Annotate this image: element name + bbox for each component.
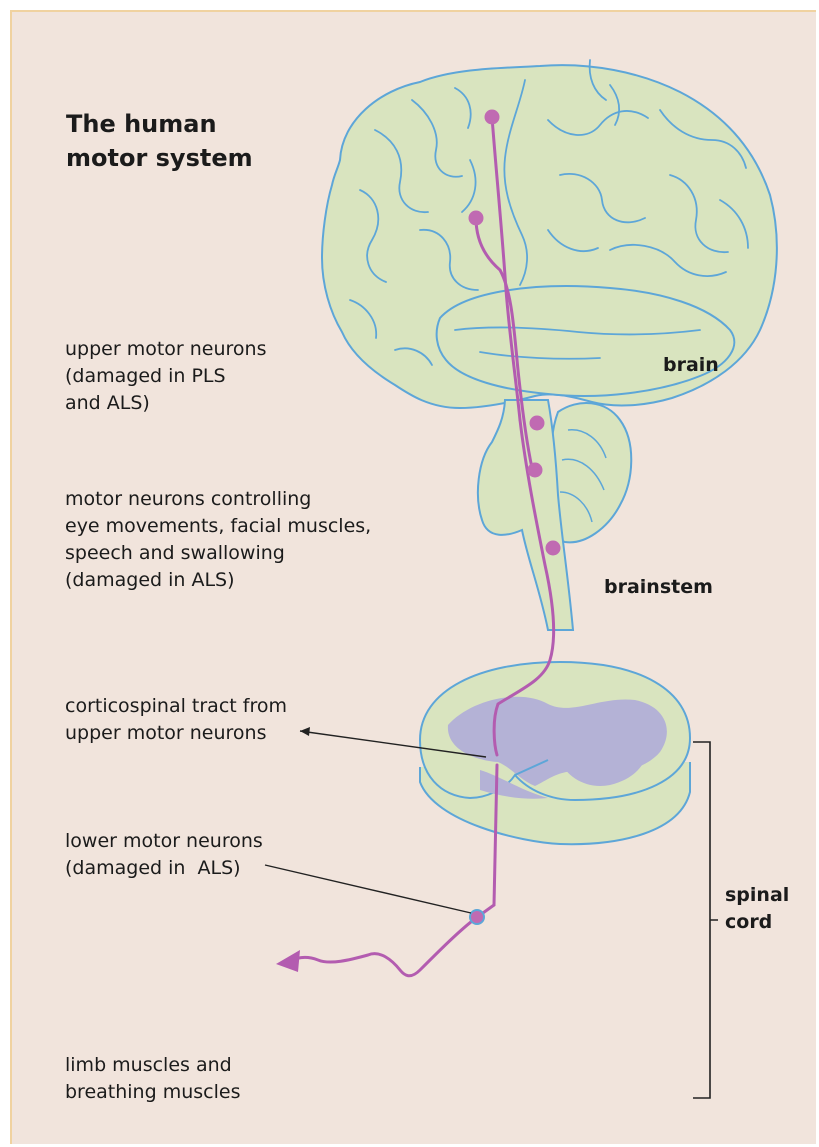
upper-neurons-label-line1: upper motor neurons xyxy=(65,336,267,362)
brainstem-neuron-3 xyxy=(546,541,561,556)
spinal-cord-label-line1: spinal xyxy=(725,882,789,908)
diagram-title-line1: The human xyxy=(66,108,217,140)
spinal-cord-label-line2: cord xyxy=(725,909,772,935)
corticospinal-label-line1: corticospinal tract from xyxy=(65,693,287,719)
leader-tick xyxy=(300,727,310,736)
lower-neuron-leader xyxy=(265,865,471,913)
brainstem-neurons-label-line1: motor neurons controlling xyxy=(65,486,311,512)
upper-neuron-1 xyxy=(485,110,500,125)
arrowhead xyxy=(276,950,300,972)
upper-neurons-label-line2: (damaged in PLS xyxy=(65,363,226,389)
muscles-label-line1: limb muscles and xyxy=(65,1052,232,1078)
lower-motor-neuron xyxy=(470,910,484,924)
brainstem-neurons-label-line3: speech and swallowing xyxy=(65,540,285,566)
lower-neurons-label-line1: lower motor neurons xyxy=(65,828,263,854)
brainstem-label: brainstem xyxy=(604,574,713,600)
muscles-label-line2: breathing muscles xyxy=(65,1079,240,1105)
lower-neurons-label-line2: (damaged in ALS) xyxy=(65,855,241,881)
brainstem-neuron-2 xyxy=(528,463,543,478)
upper-neuron-2 xyxy=(469,211,484,226)
brainstem-neurons-label-line2: eye movements, facial muscles, xyxy=(65,513,371,539)
brain-label: brain xyxy=(663,352,719,378)
spinal-cord-bracket xyxy=(693,742,718,1098)
corticospinal-label-line2: upper motor neurons xyxy=(65,720,267,746)
upper-neurons-label-line3: and ALS) xyxy=(65,390,150,416)
lower-motor-axon xyxy=(288,918,476,976)
diagram-title-line2: motor system xyxy=(66,142,253,174)
brainstem-neurons-label-line4: (damaged in ALS) xyxy=(65,567,235,593)
brainstem-neuron-1 xyxy=(530,416,545,431)
